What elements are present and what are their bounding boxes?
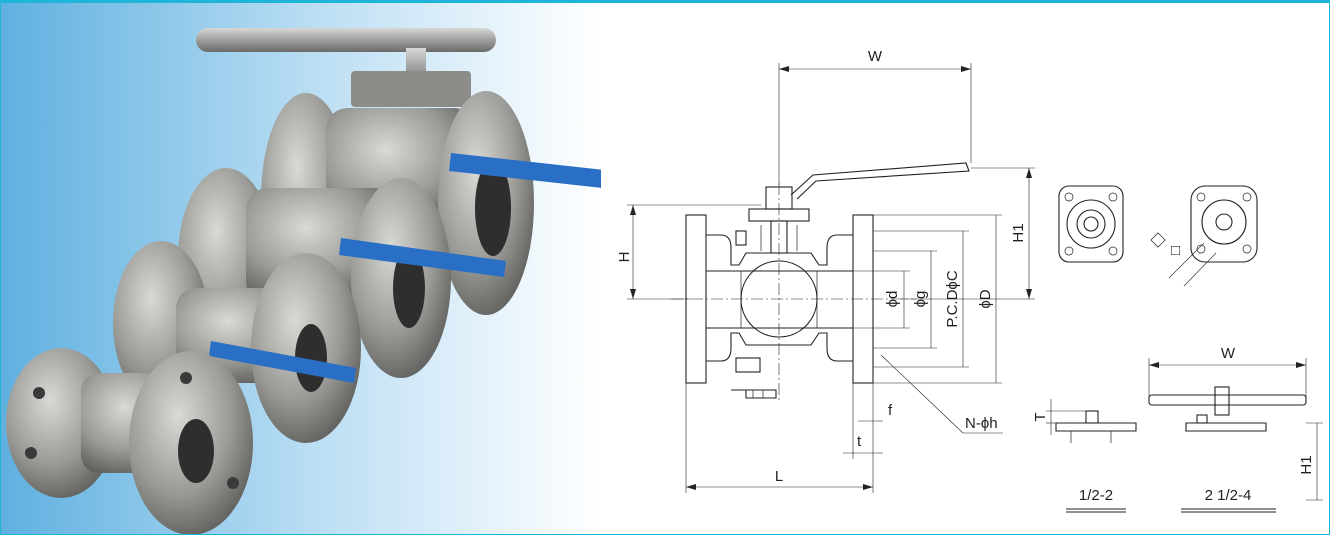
detail-small: T 1/2-2 bbox=[1032, 399, 1137, 513]
dim-h1: H1 bbox=[901, 167, 1035, 300]
label-l: L bbox=[775, 468, 783, 485]
dimension-drawing: W H H1 bbox=[601, 3, 1329, 534]
dim-diameters: ϕd ϕg P.C.DϕC ϕD bbox=[853, 214, 1002, 384]
t-handle-bar bbox=[196, 28, 496, 52]
label-h1: H1 bbox=[1010, 223, 1027, 242]
valve-4 bbox=[6, 348, 253, 534]
product-photo bbox=[1, 3, 631, 534]
dim-w-top: W bbox=[778, 48, 972, 185]
label-h: H bbox=[616, 252, 633, 263]
label-d: ϕd bbox=[884, 291, 901, 308]
label-h1-lower: H1 bbox=[1298, 455, 1315, 474]
label-w-lower: W bbox=[1221, 345, 1236, 362]
dim-h: H bbox=[616, 204, 761, 300]
label-f: f bbox=[888, 402, 893, 419]
square-symbol: □ bbox=[1171, 242, 1180, 259]
label-pcd: P.C.DϕC bbox=[944, 270, 961, 327]
label-big-d: ϕD bbox=[977, 289, 994, 308]
label-t-upper: T bbox=[1032, 412, 1049, 421]
top-view-1 bbox=[1058, 185, 1124, 263]
label-nh: N-ϕh bbox=[965, 415, 998, 432]
label-t: t bbox=[857, 433, 862, 450]
label-w: W bbox=[868, 48, 883, 65]
valve-1 bbox=[261, 71, 631, 315]
valve-photo-illustration bbox=[1, 3, 631, 534]
top-view-2: □ bbox=[1150, 185, 1258, 287]
size-label-small: 1/2-2 bbox=[1079, 487, 1113, 504]
detail-large: W H1 2 1/2-4 bbox=[1148, 345, 1323, 513]
label-g: ϕg bbox=[912, 291, 929, 308]
size-label-large: 2 1/2-4 bbox=[1205, 487, 1252, 504]
technical-drawing: W H H1 bbox=[616, 48, 1323, 513]
dim-bottom: f t N-ϕh L bbox=[685, 354, 1003, 493]
